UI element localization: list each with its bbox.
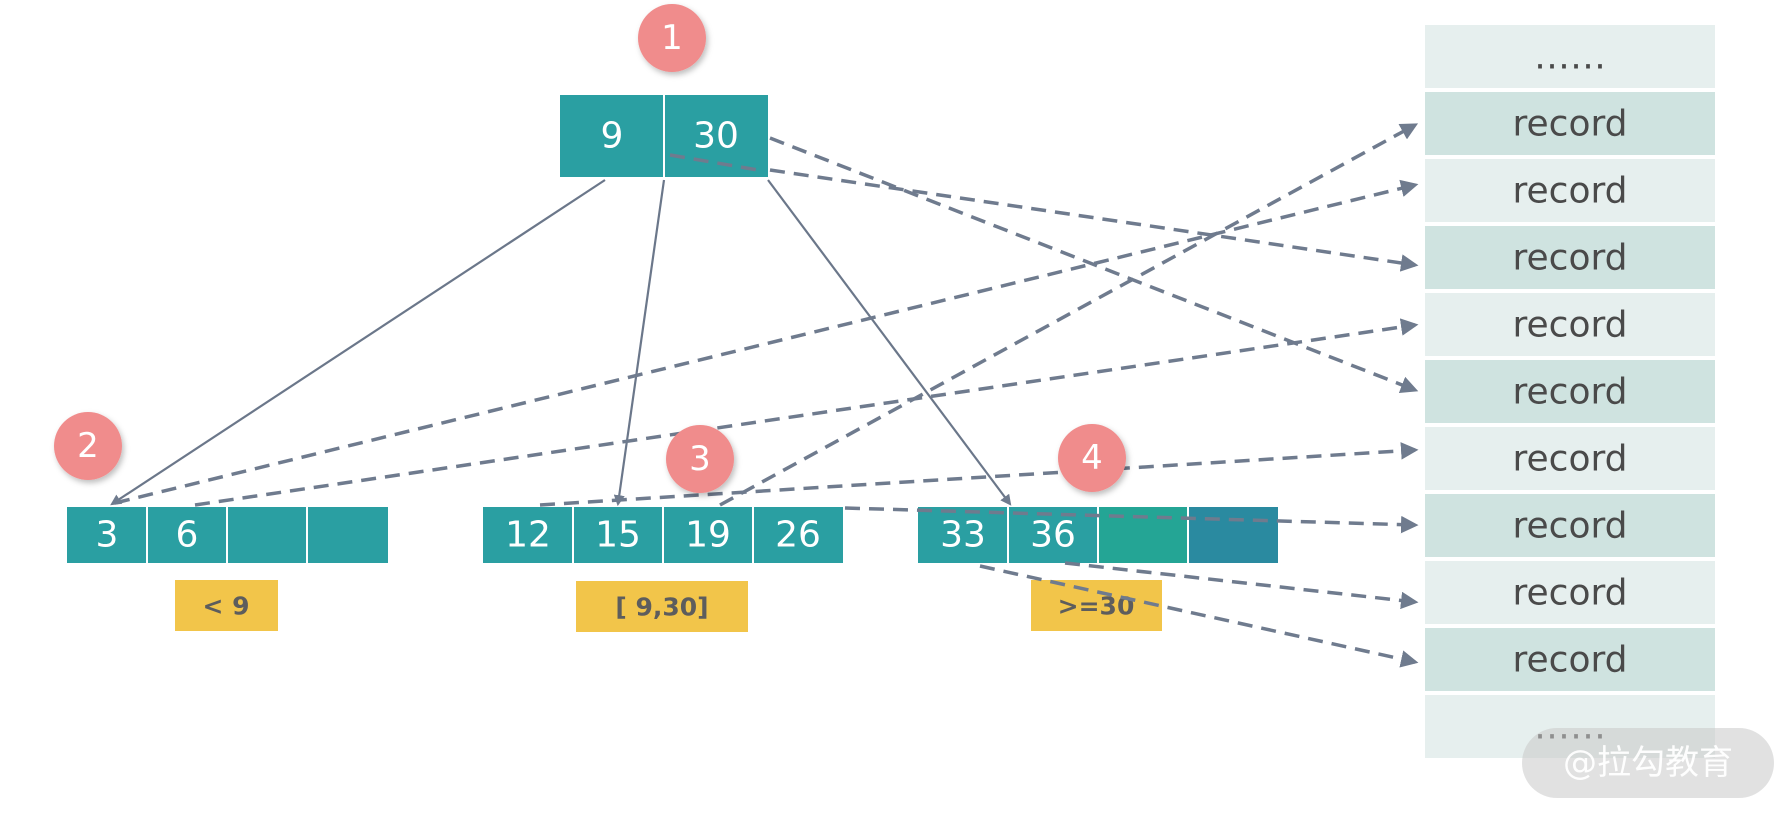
- record-pointer: [194, 318, 1419, 507]
- leaf-node-less-than-9: 3 6: [67, 507, 388, 563]
- record-label: record: [1513, 506, 1628, 547]
- badge-number: 4: [1081, 438, 1103, 478]
- watermark-text: @拉勾教育: [1563, 743, 1733, 783]
- watermark: @拉勾教育: [1522, 728, 1774, 798]
- badge-circle: [666, 425, 734, 493]
- node-cell: [1188, 507, 1278, 563]
- range-label-greater-equal-30: >=30: [1031, 580, 1162, 631]
- node-key: 19: [685, 515, 731, 556]
- tree-edge: [613, 179, 666, 507]
- record-label: record: [1513, 238, 1628, 279]
- node-cell: [918, 507, 1008, 563]
- record-row: [1425, 494, 1715, 557]
- record-pointer-segment: [669, 153, 759, 172]
- record-row: [1425, 92, 1715, 155]
- node-cell: [560, 95, 664, 177]
- root-node: 9 30: [560, 95, 768, 177]
- node-cell: [227, 507, 307, 563]
- badge-number: 2: [77, 426, 99, 466]
- node-key: 36: [1030, 515, 1076, 556]
- record-pointer: [539, 442, 1419, 507]
- node-key: 33: [940, 515, 986, 556]
- leaf-node-greater-equal-30: 33 36: [918, 507, 1278, 563]
- node-cell: [483, 507, 573, 563]
- record-label: ……: [1534, 37, 1606, 78]
- tree-edge: [110, 179, 606, 506]
- range-label-9-to-30: [ 9,30]: [576, 581, 748, 632]
- record-row: [1425, 293, 1715, 356]
- node-key: 12: [505, 515, 551, 556]
- record-row: [1425, 159, 1715, 222]
- node-key: 3: [96, 515, 119, 556]
- record-label: record: [1513, 640, 1628, 681]
- badge-number: 1: [661, 18, 683, 58]
- record-pointer: [979, 564, 1419, 668]
- record-label: record: [1513, 372, 1628, 413]
- range-label-text: [ 9,30]: [615, 593, 708, 622]
- step-badge-1: [638, 4, 706, 72]
- range-label-text: < 9: [202, 592, 249, 621]
- node-cell: [307, 507, 388, 563]
- badge-circle: [638, 4, 706, 72]
- node-cell: [147, 507, 227, 563]
- record-table: …… record record record record record re…: [1425, 25, 1715, 758]
- node-key: 30: [693, 116, 739, 157]
- step-badge-2: [54, 412, 122, 480]
- record-label: record: [1513, 439, 1628, 480]
- record-pointer: [769, 168, 1419, 272]
- range-label-box: [175, 580, 278, 631]
- node-key: 9: [601, 116, 624, 157]
- record-pointer: [719, 123, 1419, 507]
- record-pointer: [769, 136, 1419, 394]
- record-label: record: [1513, 104, 1628, 145]
- record-row: [1425, 25, 1715, 88]
- tree-edge: [767, 179, 1012, 506]
- range-label-less-than-9: < 9: [175, 580, 278, 631]
- step-badge-4: [1058, 424, 1126, 492]
- leaf-node-9-to-30: 12 15 19 26: [483, 507, 843, 563]
- node-cell: [67, 507, 147, 563]
- record-row: [1425, 628, 1715, 691]
- badge-number: 3: [689, 439, 711, 479]
- node-key: 6: [176, 515, 199, 556]
- node-cell: [663, 507, 753, 563]
- record-pointer: [1064, 561, 1419, 610]
- record-label: record: [1513, 573, 1628, 614]
- node-cell: [753, 507, 843, 563]
- record-row: [1425, 360, 1715, 423]
- node-cell: [573, 507, 663, 563]
- node-cell: [664, 95, 768, 177]
- node-key: 15: [595, 515, 641, 556]
- watermark-pill: [1522, 728, 1774, 798]
- range-label-box: [1031, 580, 1162, 631]
- step-badge-3: [666, 425, 734, 493]
- record-row: [1425, 226, 1715, 289]
- record-row: [1425, 427, 1715, 490]
- record-row: [1425, 561, 1715, 624]
- range-label-box: [576, 581, 748, 632]
- record-pointer: [114, 179, 1419, 505]
- tree-edges: [110, 179, 1012, 507]
- record-pointers: [114, 123, 1419, 668]
- node-key: 26: [775, 515, 821, 556]
- badge-circle: [1058, 424, 1126, 492]
- record-label: record: [1513, 305, 1628, 346]
- badge-circle: [54, 412, 122, 480]
- record-label: record: [1513, 171, 1628, 212]
- node-cell: [1008, 507, 1098, 563]
